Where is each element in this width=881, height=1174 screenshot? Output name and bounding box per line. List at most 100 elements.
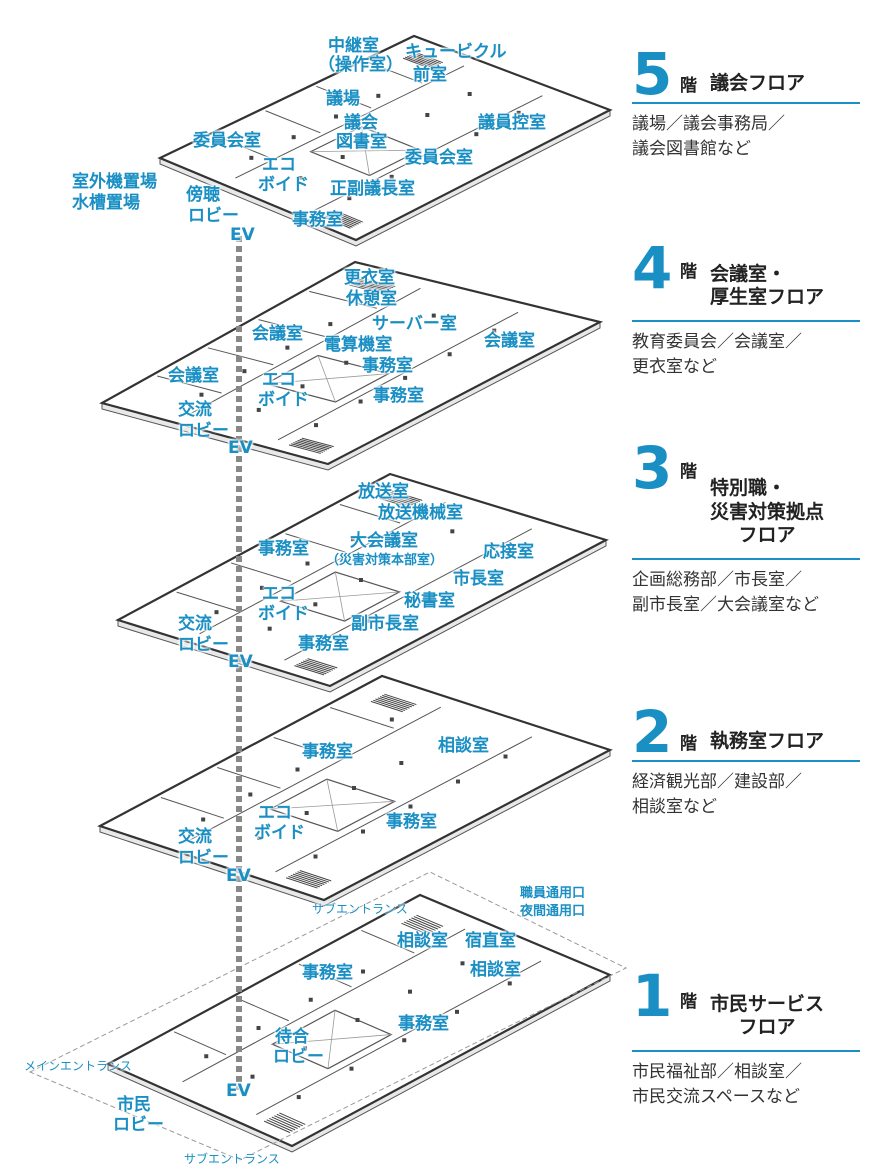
label-office-a: 事務室: [258, 539, 309, 559]
floor-divider: [632, 1050, 860, 1052]
stair-tread: [292, 873, 325, 885]
stair-tread: [293, 442, 326, 452]
column: [425, 113, 430, 117]
label-meeting-room-b: 会議室: [484, 331, 535, 351]
stair-tread: [305, 659, 336, 670]
column: [199, 392, 204, 397]
floor-suffix: 階: [680, 262, 697, 282]
stair-tread: [290, 874, 323, 887]
label-exchange: 交流: [178, 400, 212, 420]
column: [305, 561, 310, 566]
floor-title: 議会フロア: [710, 72, 806, 95]
label-consultation-room: 相談室: [438, 736, 489, 756]
floor-2-legend: 2 階 執務室フロア 経済観光部／建設部／ 相談室など: [632, 703, 860, 819]
floor-number: 3: [632, 434, 673, 502]
stair-tread: [328, 213, 357, 226]
column: [516, 110, 521, 115]
label-ev: EV: [226, 866, 251, 886]
label-speaker-room: 正副議長室: [330, 179, 415, 199]
stair-tread: [387, 492, 418, 504]
stair-tread: [324, 215, 353, 228]
column: [460, 961, 465, 966]
floor-4-legend: 4 階 会議室・ 厚生室フロア 教育委員会／会議室／ 更衣室など: [632, 239, 860, 379]
void-diagonal: [327, 1010, 336, 1069]
column: [383, 134, 387, 138]
label-computer-room: 電算機室: [324, 335, 392, 355]
partition-wall: [265, 110, 321, 134]
label-server-room: サーバー室: [372, 314, 457, 334]
stair-tread: [361, 277, 396, 288]
label-void: ボイド: [258, 390, 309, 410]
stair-tread: [377, 697, 410, 709]
label-sub-entrance-top: サブエントランス: [312, 902, 408, 916]
corridor-wall: [187, 287, 421, 416]
column: [358, 399, 363, 404]
partition-wall: [298, 963, 352, 988]
label-relay-room: 中継室: [328, 36, 379, 56]
column: [366, 618, 371, 623]
stair-tread: [413, 52, 441, 65]
floor-3-legend: 3 階 特別職・ 災害対策拠点 フロア 企画総務部／市長室／ 副市長室／大会議室…: [632, 434, 860, 617]
partition-wall: [285, 533, 346, 553]
stair-tread: [330, 212, 359, 225]
label-control-room: （操作室）: [318, 55, 403, 75]
stair-tread: [274, 1115, 301, 1128]
stair-tread: [350, 283, 386, 293]
column: [458, 570, 463, 575]
label-eco: エコ: [262, 155, 296, 175]
label-exchange: 交流: [178, 614, 212, 634]
label-consultation-room-a: 相談室: [397, 931, 448, 951]
label-ev: EV: [228, 652, 253, 672]
stair-tread: [415, 51, 443, 64]
column: [361, 829, 365, 834]
column: [376, 93, 381, 98]
label-meeting-room-a: 会議室: [252, 324, 303, 344]
stair-tread: [263, 1120, 291, 1134]
stair-tread: [401, 922, 429, 935]
label-office-a: 事務室: [302, 742, 353, 762]
label-locker-room: 更衣室: [344, 268, 395, 288]
stair-tread: [266, 1119, 293, 1132]
partition-wall: [316, 85, 372, 109]
stair-tread: [389, 491, 421, 502]
label-main-entrance: メインエントランス: [24, 1059, 132, 1073]
stair-tread: [285, 877, 318, 889]
corridor-wall: [256, 960, 542, 1115]
floor-outline: [99, 260, 604, 466]
stair-tread: [298, 662, 329, 674]
floor-1-legend: 1 階 市民サービス フロア 市民福祉部／相談室／ 市民交流スペースなど: [632, 967, 860, 1109]
label-office: 事務室: [292, 210, 343, 230]
label-anteroom: 前室: [413, 65, 447, 85]
column: [314, 423, 319, 428]
label-citizen-lobby: ロビー: [113, 1115, 164, 1135]
void-diagonal: [326, 779, 339, 832]
label-lobby: ロビー: [178, 421, 229, 441]
column: [399, 761, 404, 765]
label-office-b: 事務室: [298, 634, 349, 654]
column: [402, 1038, 407, 1043]
stair-tread: [348, 284, 384, 294]
column: [474, 132, 479, 137]
stair-tread: [378, 497, 410, 508]
column: [298, 176, 303, 180]
column: [413, 941, 418, 946]
stair-tread: [301, 437, 334, 448]
column: [507, 981, 512, 986]
label-void: ボイド: [258, 604, 309, 624]
column: [389, 717, 394, 722]
label-broadcast-room: 放送室: [358, 482, 409, 502]
label-waiting-lobby: ロビー: [273, 1047, 324, 1067]
label-deputy-mayor-office: 副市長室: [351, 614, 419, 634]
label-ev: EV: [228, 438, 253, 458]
column: [250, 1074, 255, 1079]
column: [267, 626, 272, 631]
floor-suffix: 階: [680, 462, 697, 482]
label-waiting: 待合: [275, 1027, 309, 1047]
partition-wall: [258, 319, 326, 338]
label-eco: エコ: [258, 803, 292, 823]
column: [389, 174, 394, 179]
stair-tread: [288, 444, 321, 454]
stair-tread: [406, 920, 434, 933]
stair-tread: [279, 1112, 306, 1125]
